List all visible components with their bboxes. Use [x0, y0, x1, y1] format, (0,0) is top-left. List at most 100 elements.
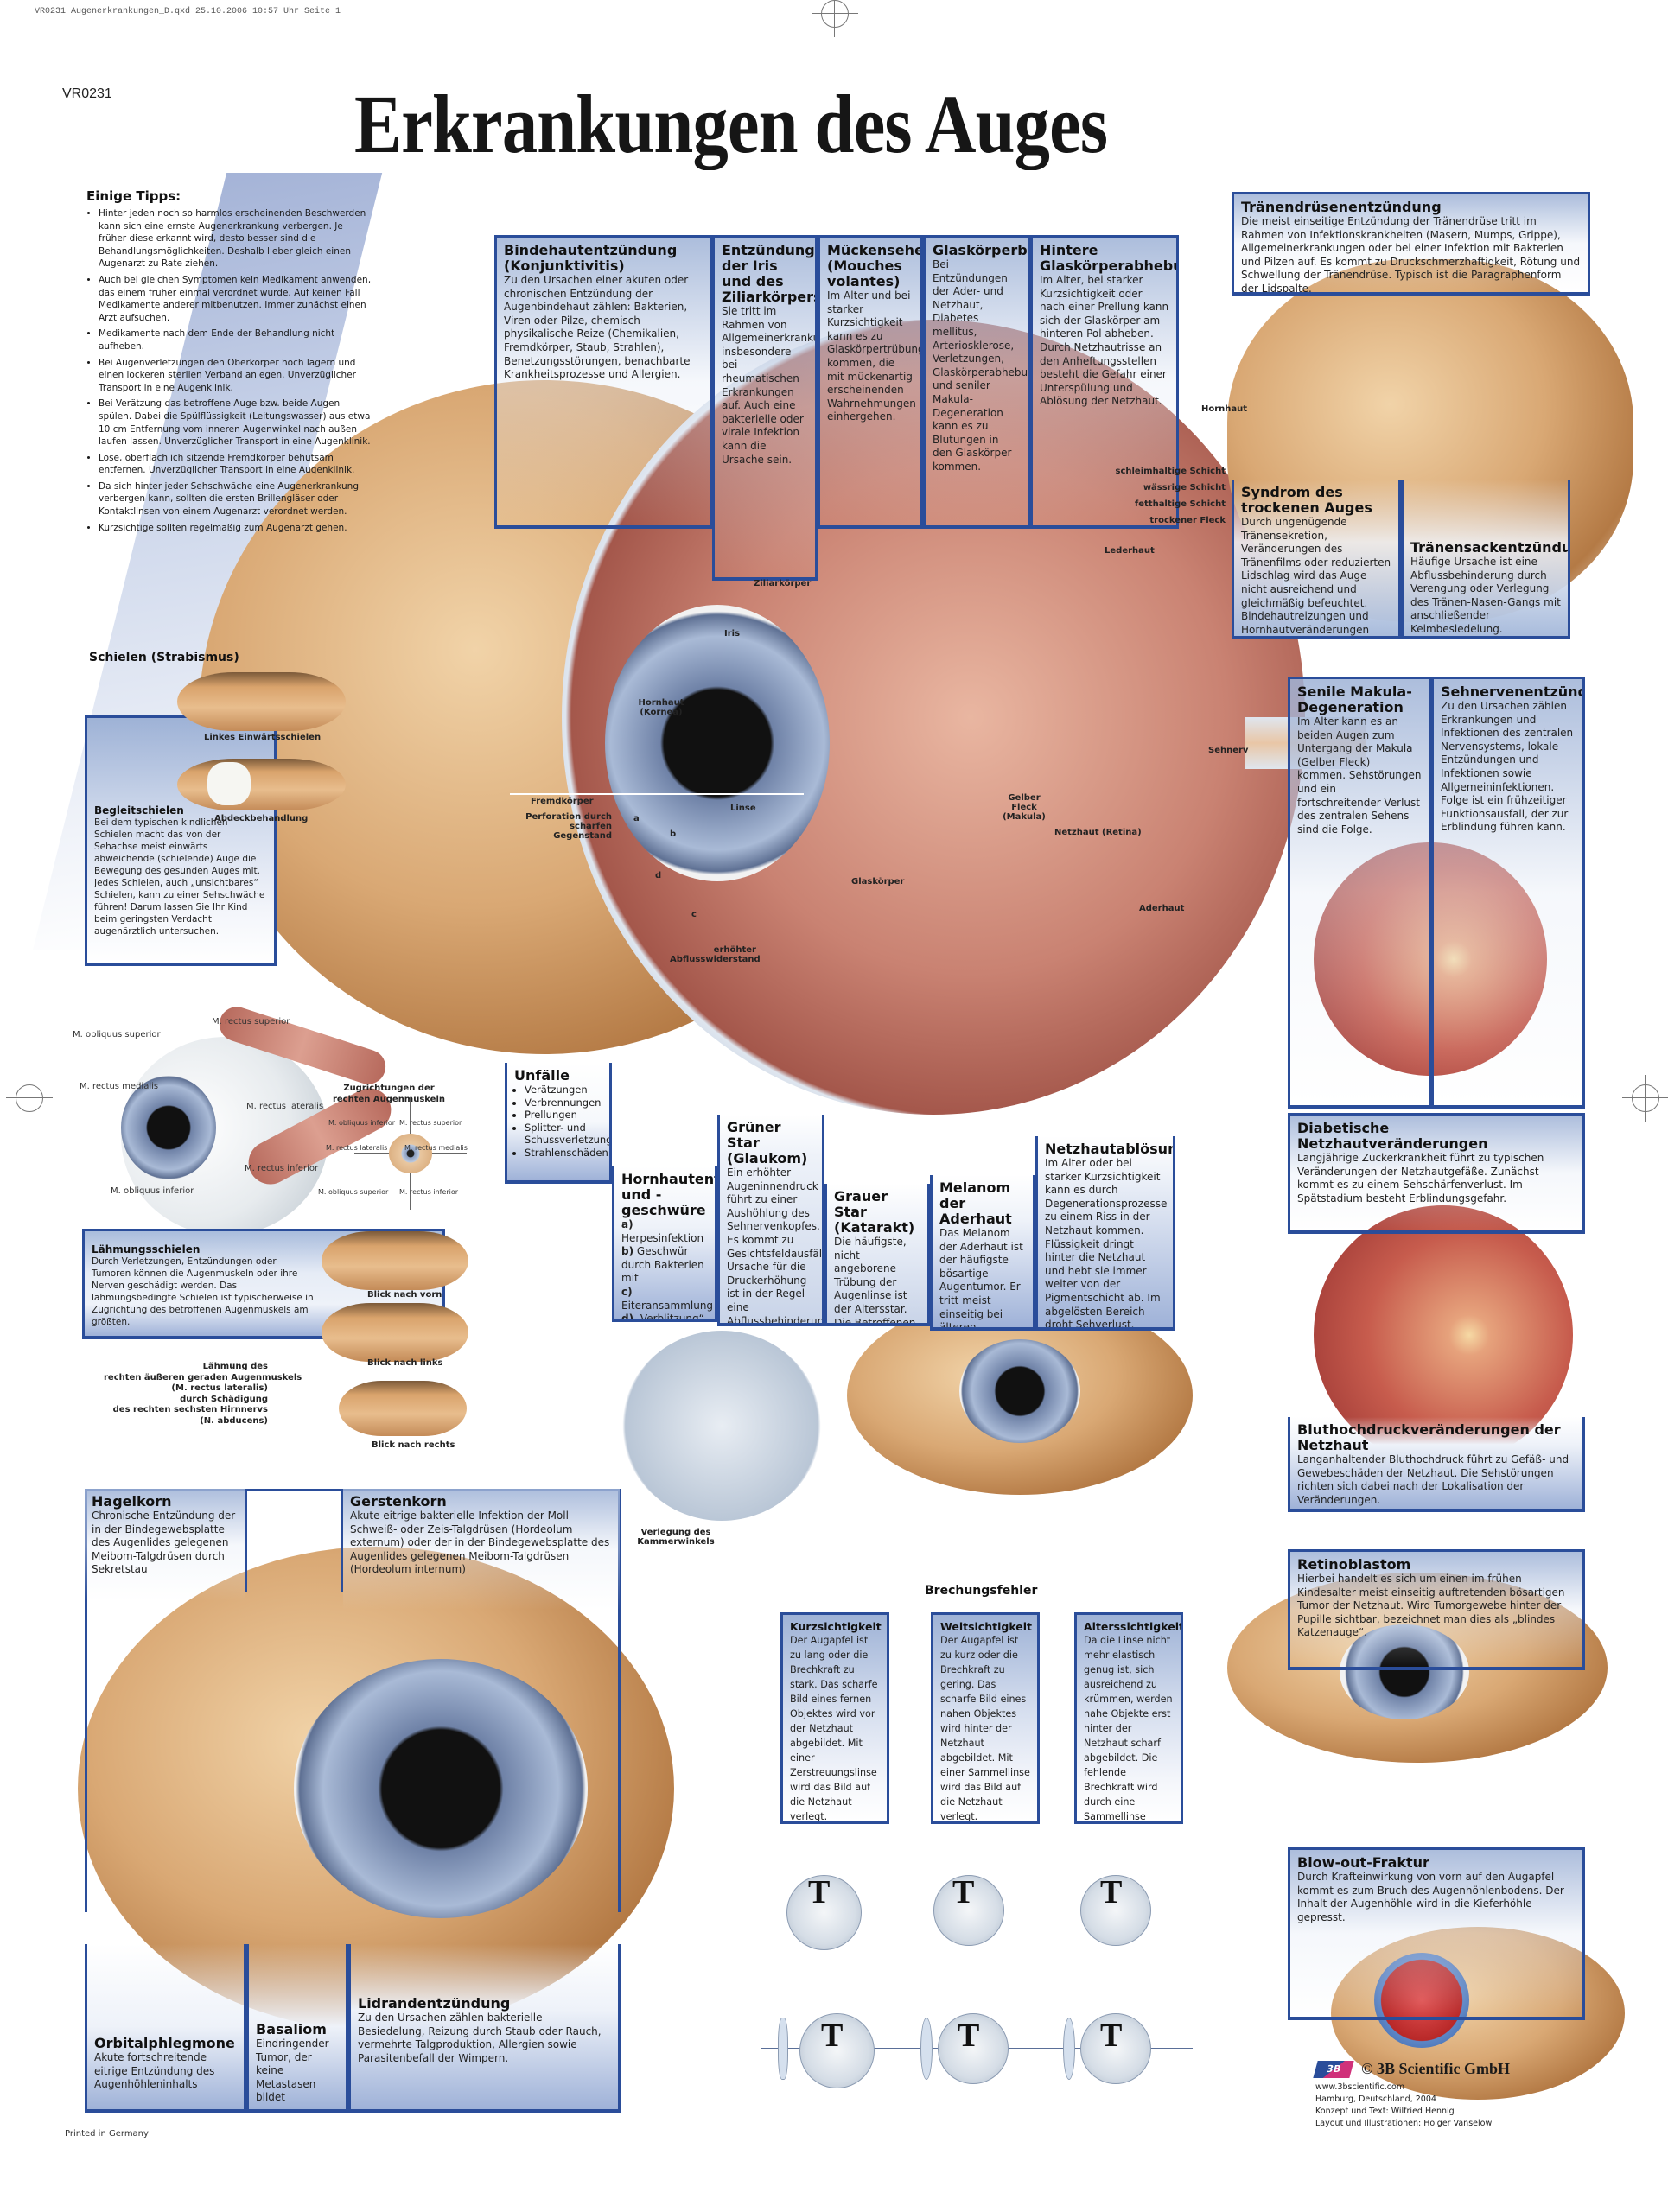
item-key: a): [621, 1218, 633, 1230]
box-title: Gerstenkorn: [350, 1493, 447, 1510]
divider-line: [510, 793, 804, 795]
caption-einwaertsschielen: Linkes Einwärtsschielen: [204, 733, 322, 742]
box-title: Blow-out-Fraktur: [1297, 1854, 1429, 1871]
box-text: Langanhaltender Bluthochdruck führt zu G…: [1297, 1453, 1569, 1506]
item-value: Geschwür durch Bakterien mit: [621, 1245, 704, 1285]
concave-lens-icon: [778, 2018, 788, 2080]
box-text: Akute eitrige bakterielle Infektion der …: [350, 1510, 610, 1576]
box-title: Melanom der Aderhaut: [939, 1179, 1012, 1227]
info-box-bluthochdruck: Bluthochdruckveränderungen der Netzhaut …: [1288, 1417, 1585, 1512]
info-box-retinoblastom: Retinoblastom Hierbei handelt es sich um…: [1288, 1549, 1585, 1670]
muscle-eye-iris-illustration: [121, 1076, 216, 1179]
box-title: Orbitalphlegmone: [94, 2035, 235, 2051]
item-value: Eiteransammlung: [621, 1299, 714, 1312]
keratitis-list: a) Herpesinfektion b) Geschwür durch Bak…: [621, 1218, 713, 1322]
info-box-lidrandentzuendung: Lidrandentzündung Zu den Ursachen zählen…: [348, 1944, 621, 2113]
info-box-makula: Senile Makula-Degeneration Im Alter kann…: [1288, 677, 1431, 1109]
box-text: Chronische Entzündung der in der Bindege…: [92, 1510, 236, 1576]
label-fetthaltige-schicht: fetthaltige Schicht: [1134, 499, 1226, 509]
info-box-unfaelle: Unfälle Verätzungen Verbrennungen Prellu…: [505, 1063, 612, 1184]
info-box-laehmungsschielen: Lähmungsschielen Durch Verletzungen, Ent…: [82, 1229, 445, 1339]
box-title: Tränensackentzündung: [1410, 539, 1568, 556]
pull-direction-arrows-icon: [354, 1097, 467, 1210]
box-text: Die meist einseitige Entzündung der Trän…: [1241, 215, 1581, 295]
box-title: Alterssichtigkeit: [1084, 1620, 1183, 1633]
label-aderhaut: Aderhaut: [1139, 904, 1185, 913]
box-title: Lähmungsschielen: [92, 1243, 201, 1255]
label-fremdkoerper: Fremdkörper: [531, 797, 594, 806]
label-gelber-fleck: Gelber Fleck (Makula): [1003, 793, 1046, 822]
cornea-iris-illustration: [605, 605, 830, 881]
label-obliquus-superior: M. obliquus superior: [73, 1030, 161, 1039]
box-title: Mückensehen (Mouches volantes): [827, 242, 923, 289]
label-iris: Iris: [724, 629, 741, 639]
box-title: Bluthochdruckveränderungen der Netzhaut: [1297, 1421, 1561, 1453]
info-box-katarakt: Grauer Star (Katarakt) Die häufigste, ni…: [824, 1184, 930, 1326]
info-box-alterssichtigkeit: Alterssichtigkeit Da die Linse nicht meh…: [1074, 1612, 1183, 1824]
registration-mark-icon: [812, 0, 858, 37]
box-title: Sehnervenentzündung: [1441, 683, 1582, 700]
box-text: Bei dem typischen kindlichen Schielen ma…: [94, 817, 265, 937]
label-hornhaut-top: Hornhaut: [1201, 404, 1248, 414]
tear-film-labels: schleimhaltige Schicht wässrige Schicht …: [1079, 463, 1226, 529]
box-title: Unfälle: [514, 1067, 570, 1084]
refraction-heading: Brechungsfehler: [925, 1584, 1038, 1598]
eye-chart-letter: T: [1100, 1874, 1123, 1910]
box-text: Durch Krafteinwirkung von vorn auf den A…: [1297, 1871, 1564, 1923]
eye-chart-letter: T: [958, 2018, 980, 2054]
label-netzhaut: Netzhaut (Retina): [1054, 828, 1142, 837]
box-text: Durch ungenügende Tränensekretion, Verän…: [1241, 516, 1391, 636]
eye-iris-closeup-illustration: [294, 1659, 588, 1918]
item-value: „Verblitzung“: [636, 1313, 704, 1322]
registration-mark-icon: [6, 1075, 53, 1122]
label-abflusswiderstand: erhöhter Abflusswiderstand: [670, 945, 761, 964]
box-text: Akute fortschreitende eitrige Entzündung…: [94, 2051, 215, 2091]
publisher-block: 3B © 3B Scientific GmbH www.3bscientific…: [1313, 2060, 1510, 2130]
label-obliquus-inferior: M. obliquus inferior: [111, 1186, 194, 1196]
box-text: Die häufigste, nicht angeborene Trübung …: [834, 1236, 916, 1326]
info-box-glaukom: Grüner Star (Glaukom) Ein erhöhter Augen…: [717, 1115, 824, 1326]
credit-line: Layout und Illustrationen: Holger Vansel…: [1315, 2119, 1493, 2128]
credits: www.3bscientific.com Hamburg, Deutschlan…: [1315, 2082, 1510, 2130]
face-gaze-forward-illustration: [322, 1231, 468, 1290]
box-text: Zu den Ursachen zählen bakterielle Besie…: [358, 2012, 602, 2064]
note-line: (N. abducens): [200, 1415, 268, 1426]
refraction-diagrams-top: T T T: [761, 1866, 1193, 1953]
label-d: d: [655, 871, 662, 880]
tip-item: Auch bei gleichen Symptomen kein Medikam…: [99, 274, 372, 324]
info-box-blowout: Blow-out-Fraktur Durch Krafteinwirkung v…: [1288, 1847, 1585, 2020]
box-title: Begleitschielen: [94, 804, 184, 817]
caption-abdeckbehandlung: Abdeckbehandlung: [214, 814, 309, 823]
pull-label: M. rectus superior: [399, 1119, 462, 1127]
credit-line: www.3bscientific.com: [1315, 2082, 1405, 2092]
credit-line: Konzept und Text: Wilfried Hennig: [1315, 2107, 1455, 2116]
box-text: Im Alter oder bei starker Kurzsichtigkei…: [1045, 1157, 1168, 1331]
box-title: Netzhautablösung: [1045, 1141, 1175, 1157]
tip-item: Hinter jeden noch so harmlos erscheinend…: [99, 207, 372, 270]
label-perforation: Perforation durch scharfen Gegenstand: [525, 812, 612, 841]
box-title: Basaliom: [256, 2021, 327, 2037]
box-text: Zu den Ursachen zählen Erkrankungen und …: [1441, 700, 1574, 834]
label-rectus-superior: M. rectus superior: [212, 1017, 290, 1027]
info-box-sehnerv: Sehnervenentzündung Zu den Ursachen zähl…: [1431, 677, 1585, 1109]
info-box-begleitschielen: Begleitschielen Bei dem typischen kindli…: [85, 715, 277, 966]
note-line: rechten äußeren geraden Augenmuskels: [104, 1372, 302, 1382]
lid-panel-left-border: [85, 1489, 87, 1912]
label-lederhaut: Lederhaut: [1105, 546, 1155, 556]
tip-item: Kurzsichtige sollten regelmäßig zum Auge…: [99, 522, 372, 535]
eye-patch-icon: [207, 762, 251, 805]
paralysis-note: Lähmung des rechten äußeren geraden Auge…: [104, 1362, 302, 1427]
brand-logo-icon: 3B: [1313, 2060, 1354, 2078]
box-text: Der Augapfel ist zu kurz oder die Brechk…: [940, 1635, 1030, 1822]
box-title: Grüner Star (Glaukom): [727, 1119, 808, 1166]
box-title: Weitsichtigkeit: [940, 1620, 1033, 1633]
label-sehnerv: Sehnerv: [1208, 746, 1249, 755]
tip-item: Bei Augenverletzungen den Oberkörper hoc…: [99, 357, 372, 395]
info-box-glaskoerperabhebung: Hintere Glaskörperabhebung Im Alter, bei…: [1030, 235, 1179, 529]
box-text: Im Alter kann es an beiden Augen zum Unt…: [1297, 715, 1422, 836]
box-title: Hornhautentzündung und -geschwüre: [621, 1171, 715, 1218]
box-text: Häufige Ursache ist eine Abflussbehinder…: [1410, 556, 1561, 635]
face-gaze-left-illustration: [322, 1303, 468, 1362]
box-title: Retinoblastom: [1297, 1556, 1411, 1573]
tip-item: Da sich hinter jeder Sehschwäche eine Au…: [99, 480, 372, 518]
